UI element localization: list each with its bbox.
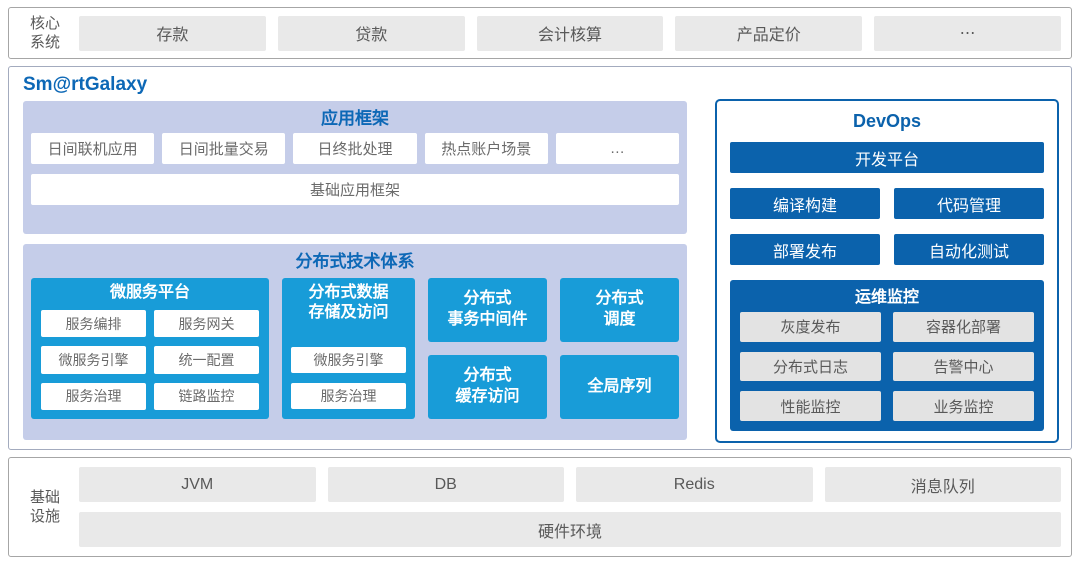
devops-panel: DevOps 开发平台 编译构建 代码管理 部署发布 自动化测试 运维监控 灰度… — [715, 99, 1059, 443]
app-item-daytime-batch: 日间批量交易 — [162, 133, 286, 164]
infra-item-db: DB — [327, 467, 564, 502]
microservice-platform-title: 微服务平台 — [109, 284, 190, 301]
ops-item-gray-release: 灰度发布 — [740, 312, 881, 342]
infra-item-redis: Redis — [576, 467, 813, 502]
app-framework-panel: 应用框架 日间联机应用 日间批量交易 日终批处理 热点账户场景 … 基础应用框架 — [23, 101, 687, 234]
micro-item-tracing: 链路监控 — [154, 382, 259, 410]
storage-item-governance: 服务治理 — [291, 383, 406, 409]
core-systems-label: 核心 系统 — [29, 14, 60, 52]
transaction-middleware-tile: 分布式 事务中间件 — [428, 278, 547, 342]
devops-item-autotest: 自动化测试 — [894, 234, 1044, 265]
core-system-pricing: 产品定价 — [675, 15, 863, 51]
storage-item-engine: 微服务引擎 — [291, 347, 406, 373]
micro-item-orchestration: 服务编排 — [41, 310, 146, 338]
distributed-tech-panel: 分布式技术体系 微服务平台 服务编排 服务网关 微服务引擎 统一配置 服务治理 … — [23, 244, 687, 440]
core-system-deposit: 存款 — [79, 15, 266, 51]
micro-item-config: 统一配置 — [154, 346, 259, 374]
app-framework-title: 应用框架 — [321, 109, 389, 128]
devops-item-deploy: 部署发布 — [730, 234, 880, 265]
core-system-loan: 贷款 — [277, 15, 465, 51]
global-sequence-tile: 全局序列 — [560, 355, 679, 419]
base-app-framework: 基础应用框架 — [31, 174, 679, 205]
micro-item-engine: 微服务引擎 — [41, 346, 146, 374]
data-storage-title: 分布式数据 存储及访问 — [308, 284, 389, 321]
infra-item-jvm: JVM — [79, 467, 316, 502]
app-item-hot-account: 热点账户场景 — [424, 133, 548, 164]
ops-item-alert-center: 告警中心 — [893, 351, 1034, 382]
micro-item-governance: 服务治理 — [41, 382, 146, 410]
infrastructure-label: 基础 设施 — [29, 488, 60, 526]
ops-item-container-deploy: 容器化部署 — [893, 312, 1034, 342]
scheduling-tile: 分布式 调度 — [560, 278, 679, 342]
app-item-daytime-online: 日间联机应用 — [31, 133, 155, 164]
cache-access-tile: 分布式 缓存访问 — [428, 355, 547, 419]
ops-item-distributed-log: 分布式日志 — [740, 351, 881, 382]
ops-item-biz-monitor: 业务监控 — [893, 391, 1034, 421]
smartgalaxy-container: Sm@rtGalaxy 应用框架 日间联机应用 日间批量交易 日终批处理 热点账… — [8, 66, 1072, 450]
devops-item-code: 代码管理 — [894, 188, 1044, 219]
app-item-eod-batch: 日终批处理 — [293, 133, 417, 164]
devops-title: DevOps — [852, 111, 922, 131]
hardware-env-bar: 硬件环境 — [79, 512, 1061, 547]
core-system-more: ⋯ — [874, 15, 1061, 51]
ops-monitor-tile: 运维监控 灰度发布 容器化部署 分布式日志 告警中心 性能监控 业务监控 — [730, 280, 1044, 431]
core-system-accounting: 会计核算 — [476, 15, 664, 51]
distributed-tech-title: 分布式技术体系 — [295, 252, 415, 271]
data-storage-tile: 分布式数据 存储及访问 微服务引擎 服务治理 — [282, 278, 415, 419]
ops-item-perf-monitor: 性能监控 — [740, 391, 881, 421]
micro-item-gateway: 服务网关 — [154, 310, 259, 338]
platform-title: Sm@rtGalaxy — [23, 74, 148, 95]
microservice-platform-tile: 微服务平台 服务编排 服务网关 微服务引擎 统一配置 服务治理 链路监控 — [31, 278, 269, 419]
infrastructure-bar: 基础 设施 JVM DB Redis 消息队列 硬件环境 — [8, 457, 1072, 557]
devops-item-build: 编译构建 — [730, 188, 880, 219]
core-systems-bar: 核心 系统 存款 贷款 会计核算 产品定价 ⋯ — [8, 7, 1072, 59]
dev-platform-bar: 开发平台 — [730, 142, 1044, 173]
infra-item-mq: 消息队列 — [824, 467, 1061, 502]
ops-monitor-title: 运维监控 — [854, 289, 919, 306]
app-item-more: … — [555, 133, 680, 164]
